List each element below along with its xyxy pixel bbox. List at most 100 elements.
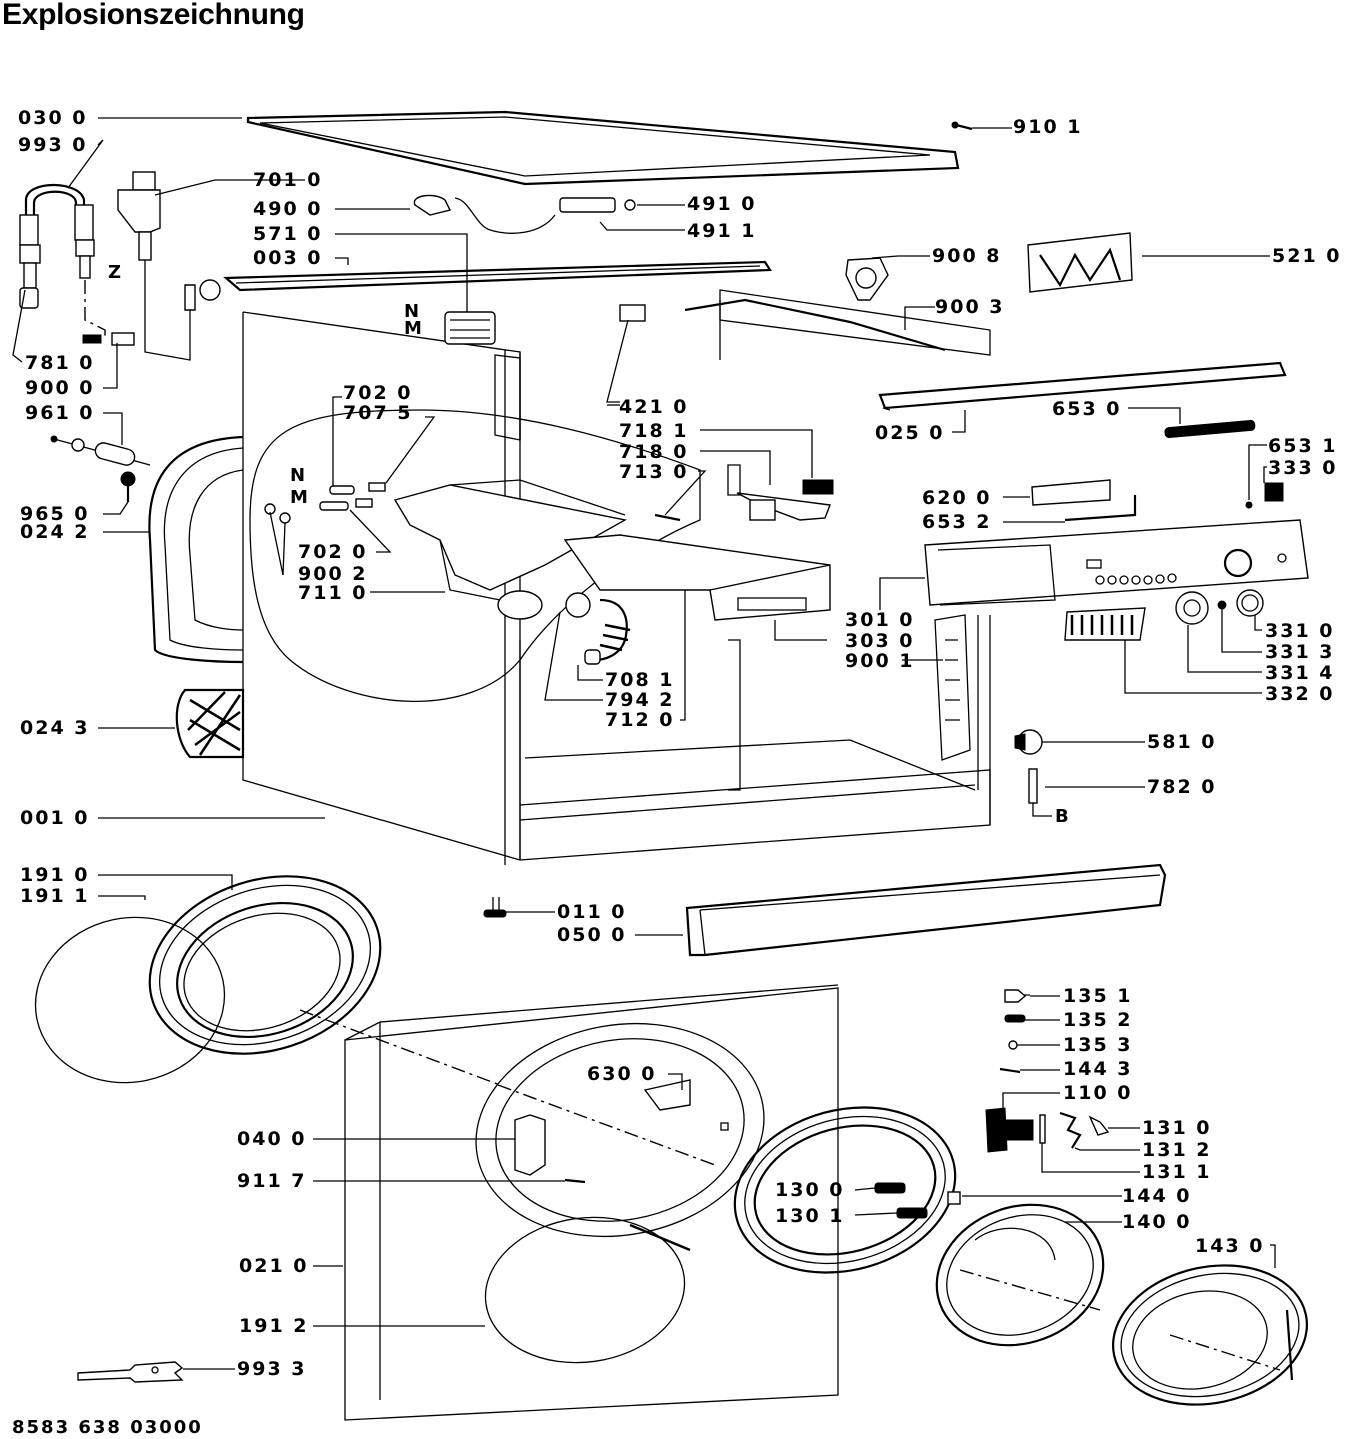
part-label-130-0: 130 0	[775, 1179, 845, 1201]
detergent-drawer	[563, 534, 831, 621]
control-panel-fascia	[924, 519, 1309, 606]
part-label-131-2: 131 2	[1142, 1139, 1212, 1161]
display-board	[1031, 479, 1111, 506]
part-label-131-1: 131 1	[1142, 1161, 1212, 1183]
marker-n-terminal: N	[404, 301, 420, 322]
part-label-794-2: 794 2	[605, 689, 675, 711]
part-label-993-3: 993 3	[237, 1358, 307, 1380]
marker-m-terminal: M	[404, 318, 422, 339]
part-label-782-0: 782 0	[1147, 776, 1217, 798]
part-label-630-0: 630 0	[587, 1063, 657, 1085]
heater-terminal	[444, 311, 496, 345]
part-label-135-2: 135 2	[1063, 1009, 1133, 1031]
part-label-911-7: 911 7	[237, 1170, 307, 1192]
part-label-331-0: 331 0	[1265, 620, 1335, 642]
foot	[483, 897, 507, 918]
part-label-144-3: 144 3	[1063, 1058, 1133, 1080]
heater-connectors	[264, 482, 386, 524]
part-label-040-0: 040 0	[237, 1128, 307, 1150]
wiring-harness-rail	[619, 298, 946, 352]
part-label-718-1: 718 1	[619, 420, 689, 442]
part-label-620-0: 620 0	[922, 487, 992, 509]
part-label-050-0: 050 0	[557, 924, 627, 946]
part-label-910-1: 910 1	[1013, 116, 1083, 138]
part-label-143-0: 143 0	[1195, 1235, 1265, 1257]
part-label-900-0: 900 0	[25, 377, 95, 399]
part-label-301-0: 301 0	[845, 609, 915, 631]
part-label-653-1: 653 1	[1268, 435, 1338, 457]
part-label-713-0: 713 0	[619, 461, 689, 483]
part-label-521-0: 521 0	[1272, 245, 1342, 267]
part-label-781-0: 781 0	[25, 352, 95, 374]
noise-filter	[1014, 729, 1043, 804]
part-label-333-0: 333 0	[1268, 457, 1338, 479]
part-label-021-0: 021 0	[239, 1255, 309, 1277]
inlet-valve	[117, 171, 221, 361]
part-label-900-8: 900 8	[932, 245, 1002, 267]
diagram-title: Explosionszeichnung	[2, 0, 305, 31]
part-label-490-0: 490 0	[253, 198, 323, 220]
part-label-900-1: 900 1	[845, 650, 915, 672]
part-label-191-1: 191 1	[20, 885, 90, 907]
connector-421	[606, 319, 629, 403]
door-seal-024-2	[148, 435, 244, 664]
marker-m-connector: M	[290, 487, 308, 508]
part-label-144-0: 144 0	[1122, 1185, 1192, 1207]
marker-n-connector: N	[290, 465, 306, 486]
rear-strip	[223, 260, 772, 292]
part-label-653-2: 653 2	[922, 511, 992, 533]
inlet-hose	[19, 183, 135, 346]
leader-lines	[12, 117, 1276, 1370]
dispenser-hose	[565, 592, 631, 665]
part-label-702-0: 702 0	[343, 382, 413, 404]
door-glass	[935, 1203, 1105, 1347]
top-cover	[246, 110, 960, 186]
part-label-030-0: 030 0	[18, 107, 88, 129]
door-hinge	[985, 989, 1110, 1153]
spanner-tool	[77, 1361, 184, 1383]
part-label-900-3: 900 3	[935, 296, 1005, 318]
mains-filter	[559, 197, 636, 213]
part-label-965-0: 965 0	[20, 503, 90, 525]
part-label-135-3: 135 3	[1063, 1034, 1133, 1056]
part-label-130-1: 130 1	[775, 1205, 845, 1227]
part-label-711-0: 711 0	[298, 582, 368, 604]
detergent-dispenser-housing	[393, 479, 627, 620]
front-panel	[299, 984, 839, 1421]
part-label-191-0: 191 0	[20, 864, 90, 886]
door-inner-ring	[733, 1106, 961, 1274]
part-label-303-0: 303 0	[845, 630, 915, 652]
power-cable	[413, 194, 556, 234]
part-label-581-0: 581 0	[1147, 731, 1217, 753]
part-label-707-5: 707 5	[343, 402, 413, 424]
part-label-712-0: 712 0	[605, 709, 675, 731]
part-label-491-1: 491 1	[687, 220, 757, 242]
light-pipes	[1064, 419, 1284, 522]
part-label-331-3: 331 3	[1265, 641, 1335, 663]
plinth	[685, 863, 1167, 957]
marker-z: Z	[108, 262, 122, 283]
part-label-708-1: 708 1	[605, 669, 675, 691]
part-label-653-0: 653 0	[1052, 398, 1122, 420]
part-label-135-1: 135 1	[1063, 985, 1133, 1007]
part-label-331-4: 331 4	[1265, 662, 1335, 684]
filter-grille	[175, 688, 245, 759]
part-label-993-0: 993 0	[18, 134, 88, 156]
document-number: 8583 638 03000	[12, 1417, 203, 1438]
drawer-insert	[654, 479, 834, 522]
part-label-191-2: 191 2	[239, 1315, 309, 1337]
part-label-332-0: 332 0	[1265, 683, 1335, 705]
control-panel-rail	[878, 361, 1287, 411]
part-label-140-0: 140 0	[1122, 1211, 1192, 1233]
part-label-011-0: 011 0	[557, 901, 627, 923]
part-label-024-3: 024 3	[20, 717, 90, 739]
part-label-718-0: 718 0	[619, 441, 689, 463]
part-label-003-0: 003 0	[253, 247, 323, 269]
pressure-switch	[845, 257, 889, 301]
part-label-024-2: 024 2	[20, 521, 90, 543]
part-label-025-0: 025 0	[875, 422, 945, 444]
part-label-110-0: 110 0	[1063, 1082, 1133, 1104]
part-label-421-0: 421 0	[619, 396, 689, 418]
part-label-131-0: 131 0	[1142, 1117, 1212, 1139]
